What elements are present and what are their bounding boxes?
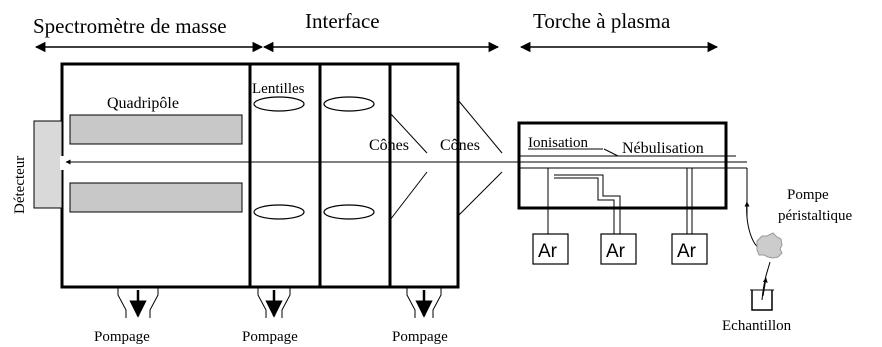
pump-label-line1: Pompe — [787, 187, 829, 203]
sample-label: Echantillon — [722, 318, 792, 334]
nebulisation-pointer — [603, 148, 619, 157]
argon-bottle-1 — [532, 233, 569, 265]
skimmer-cone-upper — [389, 112, 428, 154]
lens-bottom-1 — [253, 204, 305, 220]
argon-line-2 — [554, 174, 621, 264]
skimmer-cone-lower — [389, 171, 428, 221]
quadrupole-rod-top — [69, 114, 243, 145]
sample-flow-arrow-lower — [762, 277, 768, 297]
nebulisation-label: Nébulisation — [622, 140, 704, 157]
pumping-label-2: Pompage — [242, 329, 298, 345]
detector-box — [33, 120, 63, 209]
cones-label-2: Cônes — [440, 137, 480, 154]
cones-label-1: Cônes — [369, 137, 409, 154]
argon-label-2: Ar — [606, 241, 626, 262]
argon-bottle-3 — [671, 233, 708, 265]
lenses-label: Lentilles — [252, 81, 305, 97]
argon-bottle-2 — [600, 233, 637, 265]
peristaltic-pump-icon — [756, 232, 783, 259]
argon-label-1: Ar — [538, 241, 558, 262]
section-title-mass-spectrometer: Spectromètre de masse — [33, 14, 227, 38]
sample-beaker-icon — [751, 290, 773, 311]
pumping-port-2 — [257, 287, 291, 318]
pumping-port-3 — [406, 287, 442, 318]
pump-label-line2: péristaltique — [778, 208, 852, 224]
quadrupole-rod-bottom — [69, 182, 243, 213]
lens-top-2 — [323, 96, 375, 112]
section-title-interface: Interface — [305, 9, 380, 33]
lens-top-1 — [253, 96, 305, 112]
argon-label-3: Ar — [677, 241, 697, 262]
detector-label: Détecteur — [12, 156, 28, 214]
sample-tube-lower — [761, 261, 771, 301]
sampler-cone-upper — [457, 99, 503, 154]
section-title-plasma-torch: Torche à plasma — [533, 9, 671, 33]
argon-line-2-inner — [554, 177, 615, 234]
pumping-label-3: Pompage — [392, 329, 448, 345]
pumping-port-1 — [117, 287, 159, 318]
pumping-label-1: Pompage — [94, 329, 150, 345]
sampler-cone-lower — [457, 171, 503, 217]
lens-bottom-2 — [323, 204, 375, 220]
plasma-torch-box — [517, 121, 728, 210]
ionisation-label: Ionisation — [528, 135, 588, 151]
quadrupole-label: Quadripôle — [107, 95, 179, 112]
